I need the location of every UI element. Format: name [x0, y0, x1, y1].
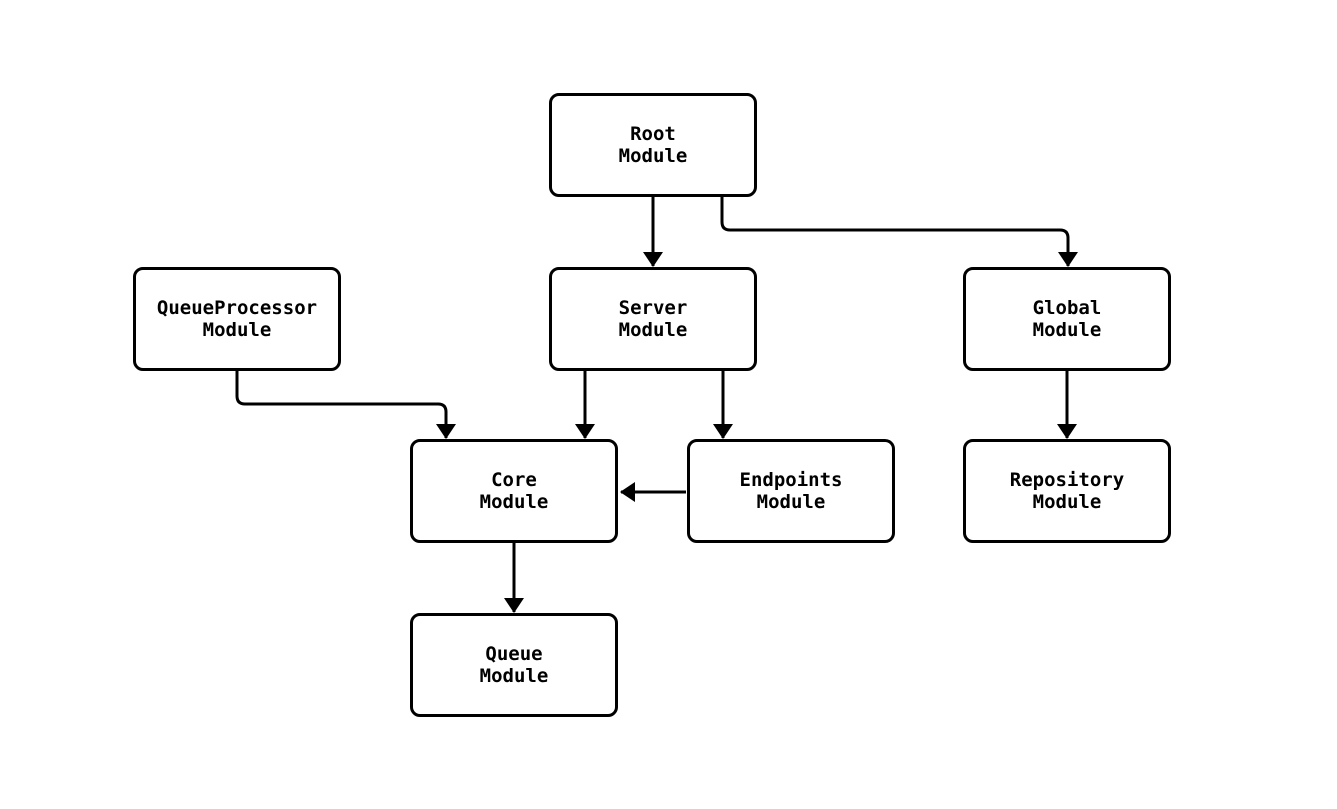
node-repository: Repository Module — [963, 439, 1171, 543]
node-server: Server Module — [549, 267, 757, 371]
node-root: Root Module — [549, 93, 757, 197]
node-label-queue: Queue Module — [479, 643, 549, 687]
node-core: Core Module — [410, 439, 618, 543]
node-label-server: Server Module — [618, 297, 688, 341]
node-label-root: Root Module — [618, 123, 688, 167]
node-label-repository: Repository Module — [1009, 469, 1125, 513]
node-label-endpoints: Endpoints Module — [739, 469, 843, 513]
node-endpoints: Endpoints Module — [687, 439, 895, 543]
edge-queueprocessor-to-core — [235, 371, 456, 439]
node-queue: Queue Module — [410, 613, 618, 717]
edge-root-to-global — [720, 197, 1078, 267]
node-global: Global Module — [963, 267, 1171, 371]
node-label-core: Core Module — [479, 469, 549, 513]
node-label-queueprocessor: QueueProcessor Module — [156, 297, 318, 341]
node-label-global: Global Module — [1032, 297, 1102, 341]
node-queueprocessor: QueueProcessor Module — [133, 267, 341, 371]
